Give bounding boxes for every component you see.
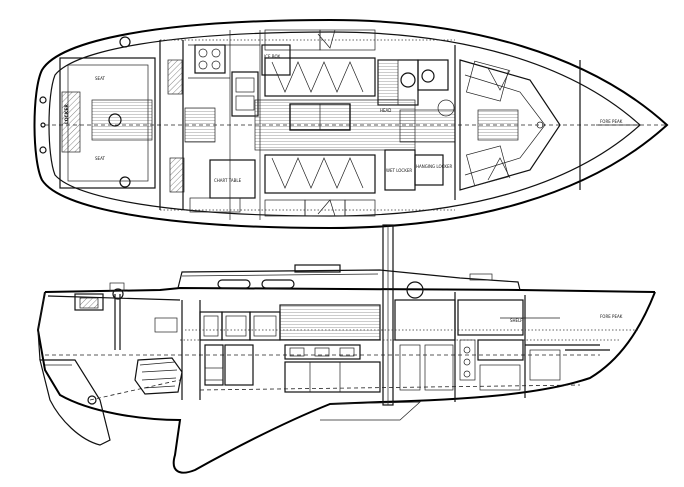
engine [134, 357, 183, 395]
v-berth-profile [477, 339, 524, 361]
binnacle-icon [108, 113, 122, 127]
deck-line-plan [48, 31, 641, 217]
cockpit-seat-top-label: SEAT [95, 76, 105, 81]
portlight [217, 279, 251, 289]
galley-sink [231, 71, 259, 117]
accommodation-plan: LOCKER SEAT SEAT ICE BOX CHART TABLE [33, 18, 669, 230]
ice-box-label: ICE BOX [264, 54, 280, 59]
ice-box [261, 44, 291, 76]
cockpit-coaming [74, 293, 104, 311]
locker-label: LOCKER [64, 104, 70, 124]
cabin-hatch [294, 264, 341, 273]
fore-peak-profile-label: FORE PEAK [600, 314, 623, 319]
toilet-icon [400, 72, 416, 88]
hanging-locker-label: HANGING LOCKER [416, 164, 453, 169]
wet-locker-label: WET LOCKER [386, 168, 412, 173]
v-berth [459, 59, 561, 191]
ballast-keel [320, 401, 421, 421]
cockpit-well [59, 57, 156, 189]
helm-wheel-icon [112, 288, 124, 300]
portlight [261, 279, 295, 289]
fore-peak-label: FORE PEAK [600, 119, 623, 124]
porthole [406, 281, 424, 299]
salon-settee-port [264, 57, 376, 97]
winch-icon [119, 176, 131, 188]
hull-profile-outline [36, 291, 656, 474]
inboard-profile: SHELF FORE PEAK [36, 224, 656, 474]
propeller-icon [87, 395, 97, 405]
galley-stove [194, 44, 226, 74]
cockpit-seat-bottom-label: SEAT [95, 156, 105, 161]
companionway-steps [184, 107, 216, 143]
sheer-line [44, 286, 656, 293]
chart-table-label: CHART TABLE [214, 178, 242, 183]
sink-icon [421, 69, 435, 83]
prop-shaft [89, 379, 181, 401]
cabin-house [177, 269, 521, 291]
cockpit-grating [91, 99, 153, 141]
winch-icon [119, 36, 131, 48]
hull-outline-plan [33, 18, 669, 230]
shelf-label: SHELF [510, 318, 523, 323]
head-label: HEAD [380, 108, 391, 113]
rudder [39, 359, 111, 446]
salon-settee-starboard [264, 154, 376, 194]
